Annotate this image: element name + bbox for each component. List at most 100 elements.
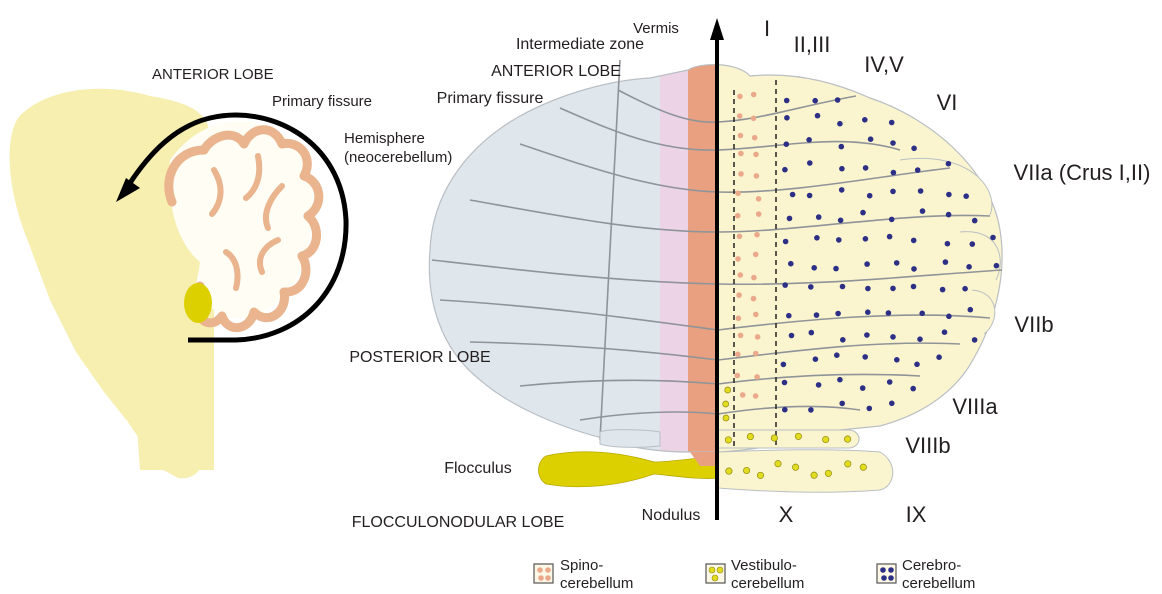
cerebrocerebellum-dot bbox=[835, 311, 841, 317]
cerebrocerebellum-dot bbox=[812, 98, 818, 104]
cerebrocerebellum-dot bbox=[816, 382, 822, 388]
legend-item-cerebrocerebellum: Cerebro- cerebellum bbox=[877, 557, 975, 592]
cerebrocerebellum-dot bbox=[860, 210, 866, 216]
sagittal-flocculus bbox=[184, 283, 212, 323]
cerebrocerebellum-dot bbox=[813, 356, 819, 362]
cerebrocerebellum-dot bbox=[835, 97, 841, 103]
cerebrocerebellum-dot bbox=[839, 144, 845, 150]
cerebrocerebellum-dot bbox=[788, 261, 794, 267]
cerebrocerebellum-dot bbox=[808, 407, 814, 413]
cerebrocerebellum-dot bbox=[836, 237, 842, 243]
legend-spino-line2: cerebellum bbox=[560, 575, 633, 592]
legend-spino-line1: Spino- bbox=[560, 557, 603, 574]
cerebrocerebellum-dot bbox=[945, 241, 951, 247]
lobule-VIIa-label: VIIa (Crus I,II) bbox=[1014, 160, 1151, 185]
spinocerebellum-dot bbox=[752, 135, 758, 141]
hemisphere-label-line2: (neocerebellum) bbox=[344, 149, 452, 166]
cerebrocerebellum-dot bbox=[970, 241, 976, 247]
cerebrocerebellum-dot bbox=[839, 166, 845, 172]
cerebrocerebellum-dot bbox=[837, 121, 843, 127]
lobule-VIIIa-label: VIIIa bbox=[952, 394, 998, 419]
spinocerebellum-dot bbox=[736, 292, 742, 298]
cerebrocerebellum-dot bbox=[946, 314, 952, 320]
spinocerebellum-dot bbox=[737, 94, 743, 100]
cerebrocerebellum-dot bbox=[946, 161, 952, 167]
cerebrocerebellum-dot bbox=[786, 313, 792, 319]
vestibulocerebellum-dot bbox=[743, 467, 749, 473]
cerebrocerebellum-dot bbox=[917, 336, 923, 342]
flocculonodular-lobe-label: FLOCCULONODULAR LOBE bbox=[352, 514, 565, 531]
cerebrocerebellum-dot bbox=[864, 332, 870, 338]
spinocerebellum-dot bbox=[754, 232, 760, 238]
cerebrocerebellum-dot bbox=[839, 187, 845, 193]
lobule-VIIIb-band bbox=[718, 430, 859, 448]
lobule-VI-label: VI bbox=[937, 90, 958, 115]
spinocerebellum-dot bbox=[751, 92, 757, 98]
spinocerebellum-dots-icon bbox=[534, 564, 553, 583]
cerebrocerebellum-dot bbox=[834, 352, 840, 358]
cerebrocerebellum-dot bbox=[814, 235, 820, 241]
cerebrocerebellum-dot bbox=[807, 193, 813, 199]
spinocerebellum-dot bbox=[735, 373, 741, 379]
cerebrocerebellum-dot bbox=[936, 354, 942, 360]
cerebrocerebellum-dot bbox=[918, 188, 924, 194]
anterior-lobe-label: ANTERIOR LOBE bbox=[491, 63, 621, 80]
cerebrocerebellum-dot bbox=[782, 380, 788, 386]
cerebrocerebellum-dot bbox=[942, 329, 948, 335]
cerebrocerebellum-dot bbox=[868, 136, 874, 142]
vestibulocerebellum-dot bbox=[792, 464, 798, 470]
vestibulocerebellum-dot bbox=[725, 387, 731, 393]
intermediate-zone-band bbox=[660, 60, 690, 460]
cerebrocerebellum-dot bbox=[784, 115, 790, 121]
cerebrocerebellum-dot bbox=[972, 337, 978, 343]
vestibulocerebellum-dot bbox=[860, 464, 866, 470]
cerebrocerebellum-dot bbox=[894, 260, 900, 266]
lobule-I-label: I bbox=[764, 16, 770, 41]
cerebrocerebellum-dot bbox=[966, 264, 972, 270]
cerebrocerebellum-dot bbox=[889, 401, 895, 407]
cerebrocerebellum-dot bbox=[815, 113, 821, 119]
cerebrocerebellum-dot bbox=[839, 401, 845, 407]
cerebrocerebellum-dot bbox=[784, 98, 790, 104]
cerebrocerebellum-dot bbox=[911, 146, 917, 152]
sagittal-anterior-lobe-label: ANTERIOR LOBE bbox=[152, 66, 274, 83]
cerebrocerebellum-dot bbox=[920, 208, 926, 214]
cerebrocerebellum-dot bbox=[889, 120, 895, 126]
vestibulocerebellum-dot bbox=[726, 468, 732, 474]
vestibulocerebellum-dot bbox=[747, 433, 753, 439]
cerebrocerebellum-dot bbox=[787, 216, 793, 222]
lobule-VIIb-label: VIIb bbox=[1014, 312, 1053, 337]
cerebrocerebellum-dot bbox=[838, 218, 844, 224]
vestibulocerebellum-dot bbox=[757, 472, 763, 478]
cerebrocerebellum-dot bbox=[783, 239, 789, 245]
cerebrocerebellum-dot bbox=[914, 362, 920, 368]
cerebrocerebellum-dot bbox=[946, 192, 952, 198]
vermis-label: Vermis bbox=[633, 20, 679, 37]
brainstem-base bbox=[128, 300, 214, 470]
cerebrocerebellum-dot bbox=[806, 137, 812, 143]
cerebrocerebellum-dot bbox=[816, 214, 822, 220]
hemisphere-label-line1: Hemisphere bbox=[344, 130, 425, 147]
legend-item-spinocerebellum: Spino- cerebellum bbox=[534, 557, 633, 592]
vestibulocerebellum-dot bbox=[725, 437, 731, 443]
spinocerebellum-dot bbox=[735, 213, 741, 219]
spinocerebellum-dot bbox=[738, 272, 744, 278]
spinocerebellum-dot bbox=[735, 191, 741, 197]
cerebrocerebellum-dot bbox=[865, 309, 871, 315]
cerebrocerebellum-dot bbox=[890, 189, 896, 195]
flocculus-shape bbox=[539, 452, 719, 487]
cerebrocerebellum-dot bbox=[863, 236, 869, 242]
vestibulocerebellum-dot bbox=[811, 472, 817, 478]
cerebrocerebellum-dot bbox=[862, 117, 868, 123]
cerebrocerebellum-dot bbox=[946, 212, 952, 218]
vestibulocerebellum-dot bbox=[723, 415, 729, 421]
lobule-II-III-label: II,III bbox=[794, 32, 831, 57]
lobule-IV-V-label: IV,V bbox=[864, 52, 904, 77]
spinocerebellum-dot bbox=[755, 334, 761, 340]
cerebrocerebellum-dot bbox=[865, 286, 871, 292]
cerebrocerebellum-dot bbox=[840, 284, 846, 290]
cerebrocerebellum-dot bbox=[790, 192, 796, 198]
spinocerebellum-dot bbox=[756, 196, 762, 202]
intermediate-zone-label: Intermediate zone bbox=[516, 36, 644, 53]
